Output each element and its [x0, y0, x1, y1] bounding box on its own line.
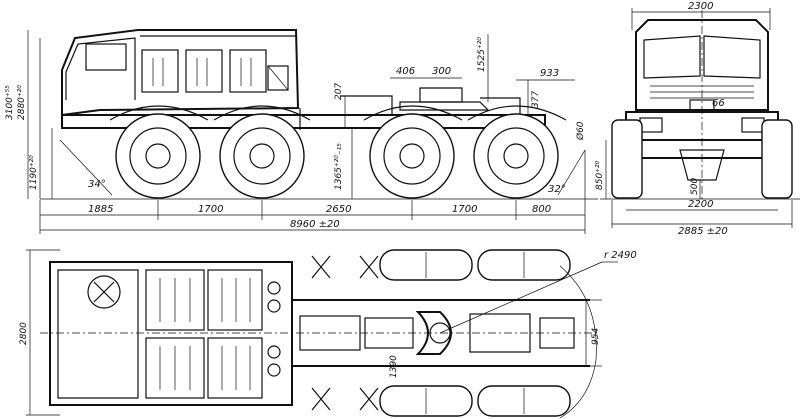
dim-1390-label: 1390	[389, 355, 399, 378]
dim-406-label: 406	[396, 66, 415, 77]
top-width-label: 2800	[19, 322, 29, 345]
seg-2650-label: 2650	[326, 204, 351, 215]
wheel	[473, 113, 559, 199]
dim-500-label: 500	[690, 178, 700, 195]
hitch-dia-label: Ø60	[575, 121, 586, 141]
seg-1885-label: 1885	[88, 204, 113, 215]
departure-angle-label: 32°	[548, 184, 566, 195]
seg-800-label: 800	[532, 204, 551, 215]
front-wheel-right	[761, 119, 793, 199]
overall-height-label: 3100⁺⁵⁵	[5, 85, 15, 120]
front-width-top-label: 2300	[688, 1, 713, 12]
overall-width-label: 2885 ±20	[678, 226, 728, 237]
side-view: 3100⁺⁵⁵ 2880⁺²⁰ 1190⁺²⁰ 34° 1365⁺²⁰₋₁₅ 2…	[5, 29, 598, 234]
seg-1700a-label: 1700	[198, 204, 223, 215]
top-view: 2800 r 2490 954 1390	[19, 249, 637, 419]
approach-angle-label: 34°	[88, 179, 106, 190]
ground-clearance-label: 850⁺²⁰	[595, 160, 605, 190]
seg-1700b-label: 1700	[452, 204, 477, 215]
front-wheel-left	[611, 119, 643, 199]
track-label: 2200	[688, 199, 713, 210]
wheel	[115, 113, 201, 199]
overall-length-label: 8960 ±20	[290, 219, 340, 230]
dim-207-label: 207	[334, 83, 344, 100]
wheel	[369, 113, 455, 199]
wheel	[219, 113, 305, 199]
dim-66-label: 66	[712, 98, 725, 109]
cab-height-label: 2880⁺²⁰	[17, 85, 27, 120]
dim-377-label: 377	[531, 91, 541, 108]
dim-300-label: 300	[432, 66, 451, 77]
dim-954-label: 954	[591, 328, 601, 345]
clearance-mid-label: 1365⁺²⁰₋₁₅	[334, 143, 344, 190]
dim-1525-label: 1525⁺²⁰	[477, 37, 487, 72]
front-view: 2300 850⁺²⁰ 66 500 2200 2885 ±20	[595, 1, 800, 237]
dim-933-label: 933	[540, 68, 559, 79]
turn-radius-label: r 2490	[604, 250, 637, 261]
frame-height-label: 1190⁺²⁰	[29, 155, 39, 190]
